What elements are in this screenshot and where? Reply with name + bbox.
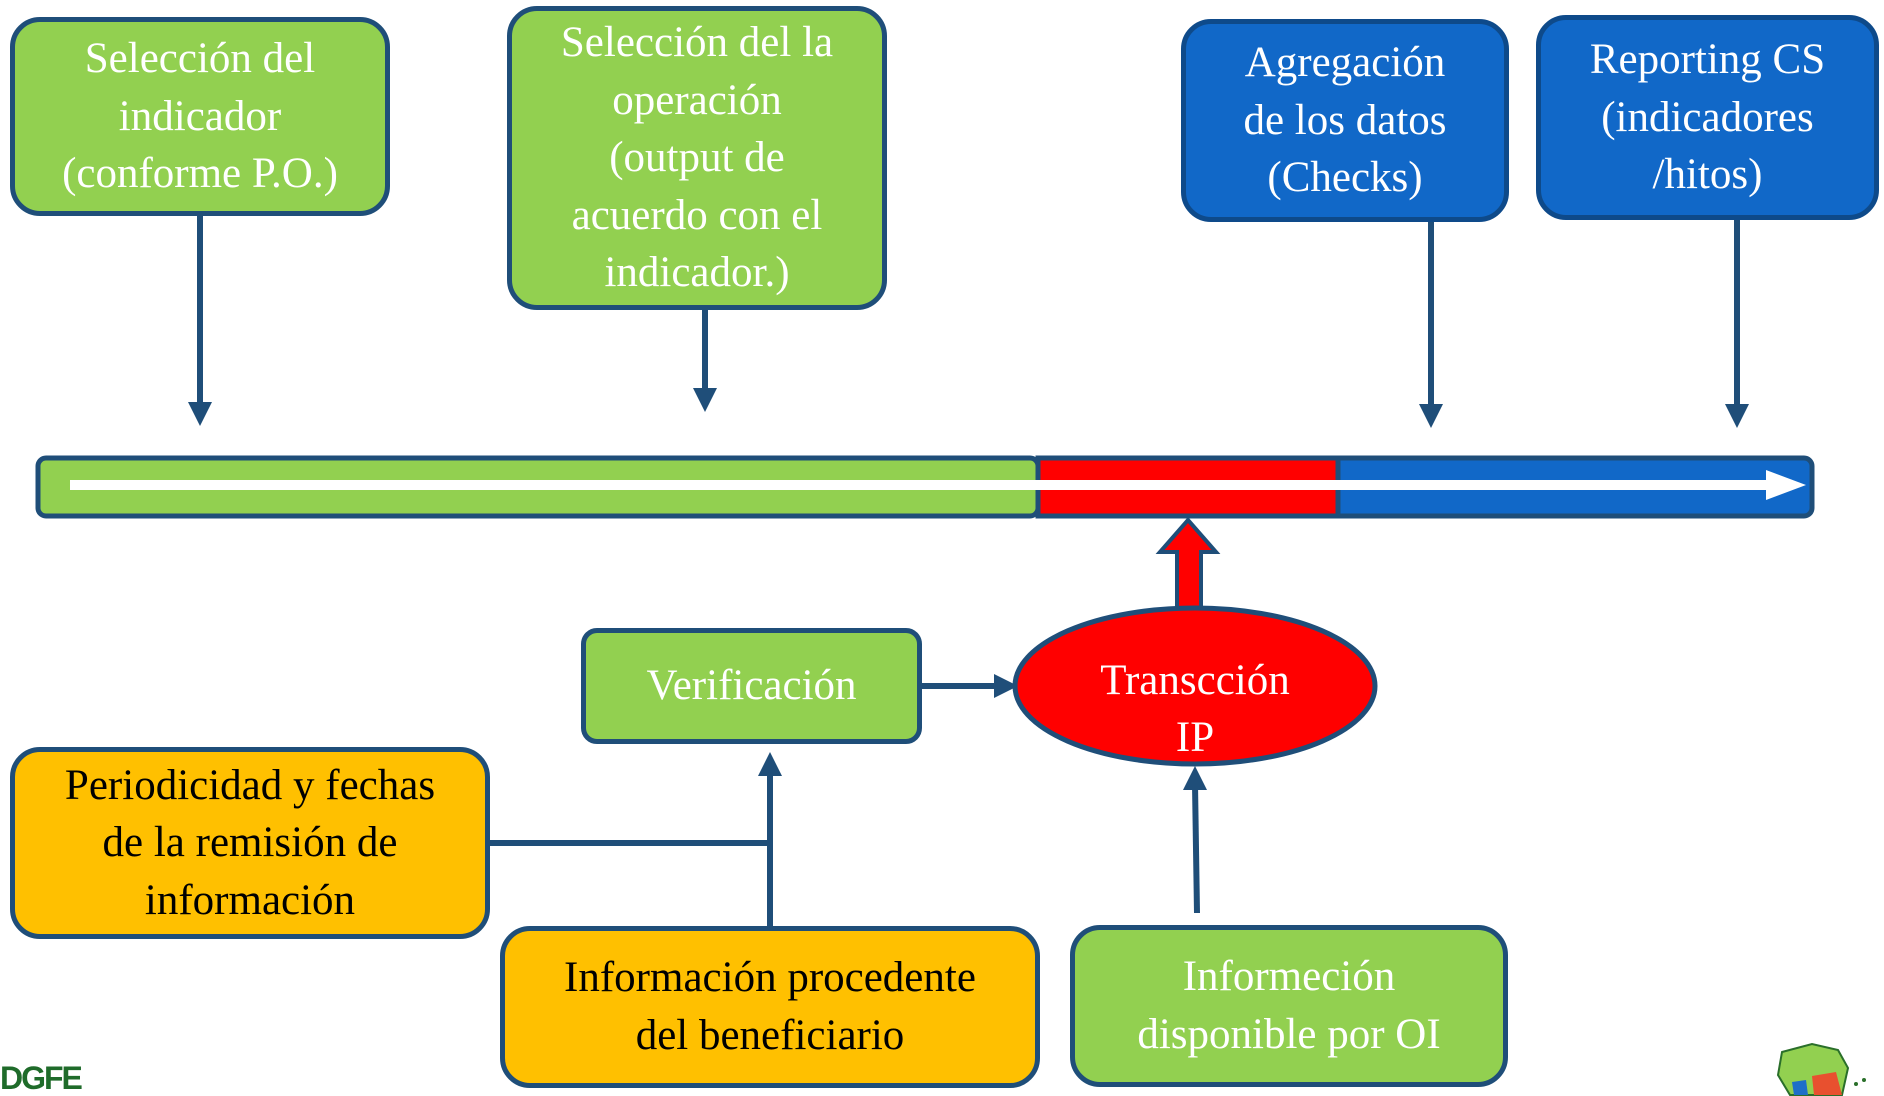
arrowhead-verificacion: [994, 674, 1018, 698]
informacion-oi-box: Informeción disponible por OI: [1070, 925, 1508, 1087]
reporting-cs-box: Reporting CS (indicadores /hitos): [1536, 15, 1879, 220]
periodicidad-box: Periodicidad y fechas de la remisión de …: [10, 747, 490, 939]
arrowhead-oi: [1183, 766, 1207, 790]
seleccion-indicador-box: Selección del indicador (conforme P.O.): [10, 17, 390, 216]
transaccion-up-arrow: [1155, 516, 1221, 619]
informacion-beneficiario-box: Información procedente del beneficiario: [500, 926, 1040, 1088]
arrowhead-operacion: [693, 388, 717, 412]
transaccion-ip-label: Transcción IP: [1100, 657, 1290, 761]
arrow-oi-up: [1192, 783, 1200, 914]
agregacion-datos-box: Agregación de los datos (Checks): [1181, 19, 1509, 222]
arrowhead-indicador: [188, 402, 212, 426]
seleccion-operacion-box: Selección del la operación (output de ac…: [507, 6, 887, 310]
arrowhead-beneficiario: [758, 752, 782, 776]
verificacion-box: Verificación: [581, 628, 922, 744]
timeline-bar: [35, 455, 1815, 519]
arrowhead-agregacion: [1419, 404, 1443, 428]
spain-map-logo: [1776, 1042, 1866, 1096]
dgfe-logo: DGFE: [0, 1060, 83, 1096]
timeline-arrow-head: [1766, 470, 1806, 500]
arrowhead-reporting: [1725, 404, 1749, 428]
